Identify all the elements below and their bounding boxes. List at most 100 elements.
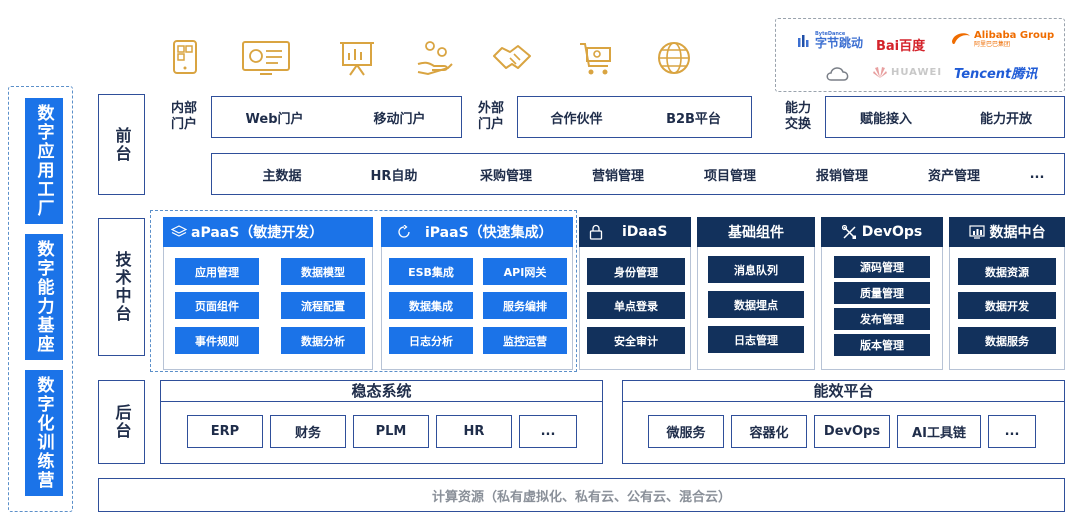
internal-portal-label: 内部门户 (170, 101, 197, 132)
enablement-access: 赋能接入 (859, 111, 912, 127)
ipaas-data-integration: 数据集成 (389, 292, 473, 319)
steady-system-title: 稳态系统 (160, 380, 603, 402)
efficiency-containers: 容器化 (731, 415, 807, 448)
paas-dashed-frame (150, 210, 577, 372)
presentation-board-icon (336, 38, 378, 78)
alibaba-sub: 阿里巴巴集团 (974, 41, 1011, 48)
digital-app-factory: 数字应用工厂 (25, 98, 63, 224)
front-apps-box: 主数据 HR自助 采购管理 营销管理 项目管理 报销管理 资产管理 ... (211, 153, 1065, 195)
idaas-security-audit: 安全审计 (587, 327, 685, 354)
hand-coins-icon (414, 38, 456, 78)
devops-release-management: 发布管理 (834, 308, 930, 330)
ipaas-api-gateway: API网关 (483, 258, 567, 285)
bar-chart-icon (968, 225, 985, 239)
middle-layer-label: 技术中台 (98, 218, 145, 356)
idaas-single-sign-on: 单点登录 (587, 292, 685, 319)
devops-title: DevOps (861, 224, 923, 240)
apaas-app-management: 应用管理 (175, 258, 259, 285)
huawei-name: HUAWEI (891, 66, 943, 78)
alibaba-logo: Alibaba Group 阿里巴巴集团 (950, 30, 1054, 48)
steady-erp: ERP (187, 415, 263, 448)
alibaba-name: Alibaba Group (974, 30, 1055, 41)
steady-hr: HR (436, 415, 512, 448)
app-project-management: 项目管理 (703, 168, 756, 184)
idaas-title: iDaaS (622, 224, 668, 240)
apaas-data-model: 数据模型 (281, 258, 365, 285)
digital-training-camp: 数字化训练营 (25, 370, 63, 496)
data-platform-header: 数据中台 (949, 217, 1065, 247)
capability-opening: 能力开放 (979, 111, 1032, 127)
app-asset-management: 资产管理 (927, 168, 980, 184)
data-services: 数据服务 (958, 327, 1056, 354)
efficiency-ai-toolchain: AI工具链 (897, 415, 981, 448)
apaas-event-rules: 事件规则 (175, 327, 259, 354)
efficiency-microservices: 微服务 (648, 415, 724, 448)
capability-exchange-label: 能力交换 (784, 101, 811, 132)
globe-icon (656, 40, 692, 76)
app-procurement: 采购管理 (479, 168, 532, 184)
mobile-portal: 移动门户 (373, 111, 426, 127)
ipaas-service-orchestration: 服务编排 (483, 292, 567, 319)
bytedance-sub: ByteDance (815, 31, 846, 37)
shopping-cart-icon (576, 38, 616, 78)
lock-icon (589, 224, 603, 240)
data-platform-title: 数据中台 (989, 225, 1046, 241)
data-development: 数据开发 (958, 292, 1056, 319)
app-more: ... (1029, 166, 1045, 182)
layers-icon (171, 225, 187, 237)
efficiency-devops: DevOps (814, 415, 890, 448)
bytedance-name: 字节跳动 (815, 36, 864, 50)
devops-quality-management: 质量管理 (834, 282, 930, 304)
devops-header: DevOps (821, 217, 943, 247)
sync-icon (398, 225, 410, 238)
capability-exchange-box: 赋能接入 能力开放 (825, 96, 1065, 138)
ipaas-title: iPaaS（快速集成） (425, 225, 553, 241)
tablet-icon (166, 38, 206, 78)
cloud-icon (824, 64, 852, 86)
base-components-header: 基础组件 (697, 217, 815, 247)
steady-plm: PLM (353, 415, 429, 448)
ipaas-header: iPaaS（快速集成） (381, 217, 573, 247)
app-marketing: 营销管理 (591, 168, 644, 184)
back-layer-label: 后台 (98, 380, 145, 464)
bytedance-logo: ByteDance 字节跳动 (798, 31, 863, 50)
tencent-logo: Tencent腾讯 (954, 67, 1038, 82)
base-message-queue: 消息队列 (708, 256, 804, 283)
compute-resources-bar: 计算资源（私有虚拟化、私有云、公有云、混合云） (98, 478, 1065, 512)
external-portal-label: 外部门户 (477, 101, 504, 132)
apaas-title: aPaaS（敏捷开发） (191, 225, 324, 241)
handshake-icon (490, 38, 534, 78)
ipaas-esb-integration: ESB集成 (389, 258, 473, 285)
base-log-management: 日志管理 (708, 326, 804, 353)
ipaas-log-analysis: 日志分析 (389, 327, 473, 354)
app-expense: 报销管理 (815, 168, 868, 184)
apaas-data-analysis: 数据分析 (281, 327, 365, 354)
monitor-chart-icon (240, 38, 294, 78)
apaas-header: aPaaS（敏捷开发） (163, 217, 373, 247)
idaas-identity-management: 身份管理 (587, 258, 685, 285)
baidu-logo: Bai百度 (876, 39, 926, 54)
data-resources: 数据资源 (958, 258, 1056, 285)
apaas-process-config: 流程配置 (281, 292, 365, 319)
efficiency-more: ... (988, 415, 1036, 448)
steady-finance: 财务 (270, 415, 346, 448)
ipaas-monitoring: 监控运营 (483, 327, 567, 354)
tools-icon (841, 224, 856, 239)
external-portal-box: 合作伙伴 B2B平台 (517, 96, 752, 138)
b2b-platform: B2B平台 (666, 111, 721, 127)
app-master-data: 主数据 (262, 168, 302, 184)
front-layer-label: 前台 (98, 94, 145, 195)
apaas-page-components: 页面组件 (175, 292, 259, 319)
partners: 合作伙伴 (550, 111, 603, 127)
web-portal: Web门户 (245, 111, 304, 127)
base-data-tracking: 数据埋点 (708, 291, 804, 318)
devops-source-control: 源码管理 (834, 256, 930, 278)
internal-portal-box: Web门户 移动门户 (211, 96, 462, 138)
huawei-logo: HUAWEI (872, 66, 942, 78)
partner-logos-box: ByteDance 字节跳动 Bai百度 Alibaba Group 阿里巴巴集… (775, 18, 1065, 92)
steady-more: ... (519, 415, 577, 448)
digital-capability-base: 数字能力基座 (25, 234, 63, 360)
left-column-frame (8, 86, 73, 512)
devops-version-management: 版本管理 (834, 334, 930, 356)
top-icon-row (160, 38, 700, 82)
